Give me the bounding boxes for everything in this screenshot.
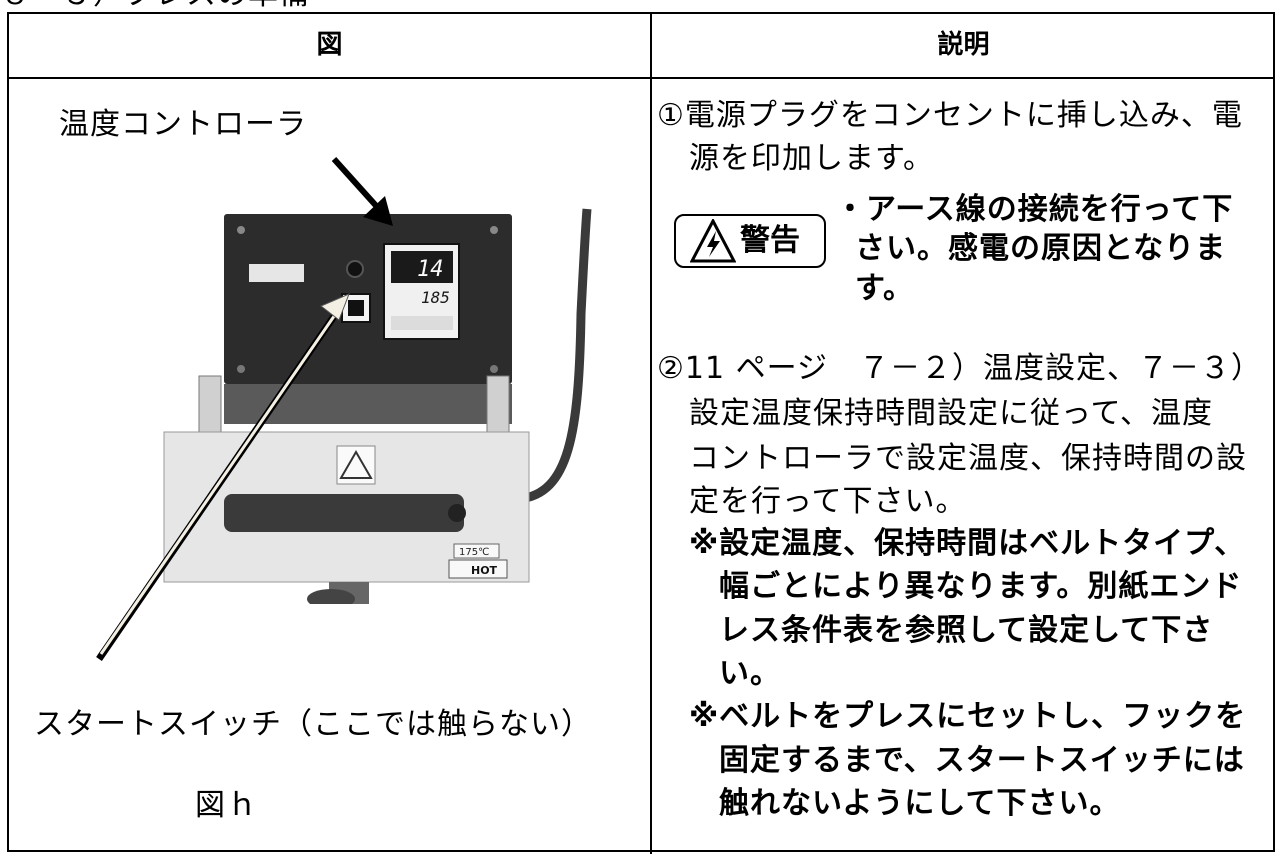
note2-line3: 触れないようにして下さい。 bbox=[719, 786, 1121, 821]
note1-line4: い。 bbox=[719, 656, 781, 691]
warning-label: 警告 bbox=[740, 223, 800, 258]
column-header-figure: 図 bbox=[316, 30, 343, 60]
warning-line3: す。 bbox=[855, 271, 914, 306]
warning-line1: ・アース線の接続を行って下 bbox=[835, 192, 1234, 227]
step2-line2: 設定温度保持時間設定に従って、温度 bbox=[689, 396, 1213, 431]
note1-line2: 幅ごとにより異なります。別紙エンド bbox=[719, 569, 1243, 604]
note1-line3: レス条件表を参照して設定して下さ bbox=[719, 613, 1214, 648]
display-bottom-value: 185 bbox=[421, 288, 450, 307]
start-switch-label: スタートスイッチ（ここでは触らない） bbox=[34, 707, 592, 742]
instruction-table: 図 説明 温度コントローラ 14 185 bbox=[7, 12, 1275, 854]
note2-line2: 固定するまで、スタートスイッチには bbox=[719, 743, 1245, 778]
step1-line2: 源を印加します。 bbox=[689, 141, 934, 176]
device-temp-sticker: 175℃ bbox=[459, 547, 489, 558]
note1-line1: ※設定温度、保持時間はベルトタイプ、 bbox=[689, 526, 1246, 561]
warning-line2: さい。感電の原因となりま bbox=[855, 231, 1227, 266]
step2-line1: ②11 ページ ７－２）温度設定、７－３） bbox=[657, 351, 1263, 386]
column-divider bbox=[650, 14, 652, 854]
step2-line4: 定を行って下さい。 bbox=[689, 484, 967, 519]
step1-line1: ①電源プラグをコンセントに挿し込み、電 bbox=[657, 98, 1243, 133]
warning-badge: 警告 bbox=[674, 214, 826, 268]
display-top-value: 14 bbox=[417, 257, 444, 282]
step2-line3: コントローラで設定温度、保持時間の設 bbox=[689, 441, 1247, 476]
section-heading: ８－３）プレスの準備 bbox=[0, 0, 400, 12]
electric-hazard-icon bbox=[690, 219, 736, 263]
figure-caption: 図ｈ bbox=[195, 788, 259, 823]
press-device-photo: 14 185 175℃ HOT bbox=[163, 208, 592, 604]
temperature-controller-label: 温度コントローラ bbox=[59, 107, 307, 142]
device-hot-sticker: HOT bbox=[471, 564, 498, 577]
note2-line1: ※ベルトをプレスにセットし、フックを bbox=[689, 699, 1247, 734]
column-header-description: 説明 bbox=[937, 30, 990, 60]
header-divider bbox=[9, 77, 1273, 79]
